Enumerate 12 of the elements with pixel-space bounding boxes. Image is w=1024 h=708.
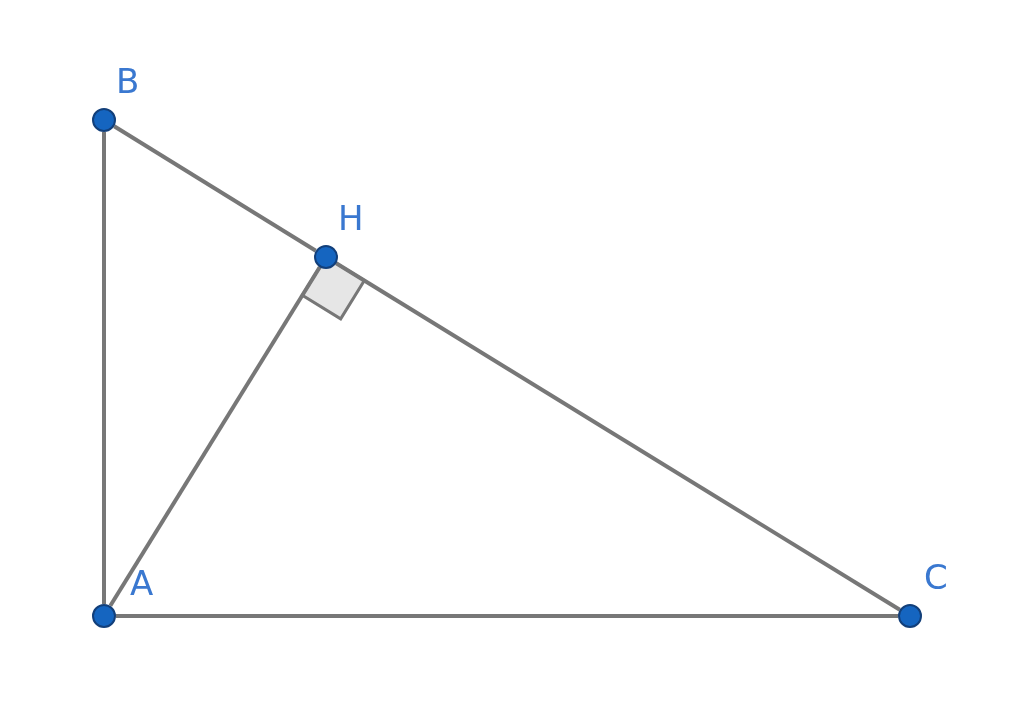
line-segment <box>108 266 322 607</box>
line-segment <box>113 124 317 253</box>
point-label: C <box>924 558 948 596</box>
point-dot <box>92 604 116 628</box>
point-dot <box>314 245 338 269</box>
line-segment <box>335 261 901 612</box>
point-label: A <box>130 564 154 602</box>
line-segment <box>102 132 106 604</box>
point-dot <box>92 108 116 132</box>
point-label: H <box>338 199 364 237</box>
point-label: B <box>116 62 140 100</box>
point-dot <box>898 604 922 628</box>
